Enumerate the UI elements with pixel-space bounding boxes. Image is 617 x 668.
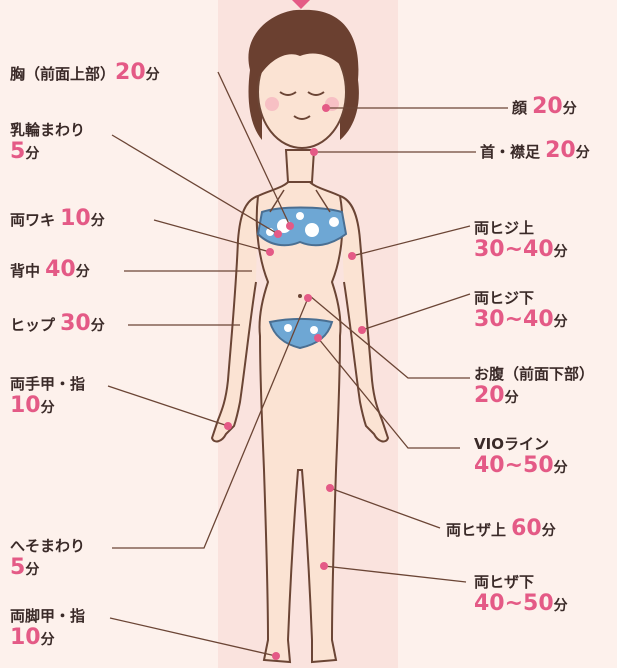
duration-value: 20 [474,383,505,408]
part-name: 顔 [512,99,528,117]
label-navel: へそまわり 5分 [10,537,86,580]
duration-value: 5 [10,139,26,164]
label-upper-elbow: 両ヒジ上 30~40分 [474,219,568,262]
left-arm [210,195,259,443]
label-hands: 両手甲・指 10分 [10,375,86,418]
label-lower-elbow: 両ヒジ下 30~40分 [474,289,568,332]
label-abdomen: お腹（前面下部） 20分 [474,365,595,408]
duration-value: 40~50 [474,453,554,478]
label-face: 顔 20分 [512,94,577,119]
right-arm [339,195,390,443]
duration-value: 10 [60,206,91,231]
duration-value: 20 [545,138,576,163]
duration-value: 5 [10,555,26,580]
part-name: 首・襟足 [480,143,541,161]
closed-eyes [279,91,325,96]
duration-value: 10 [10,625,41,650]
duration-value: 20 [532,94,563,119]
part-name: 両ヒジ上 [474,219,535,237]
leader-lines [107,71,508,657]
label-feet: 両脚甲・指 10分 [10,607,86,650]
marker-dots [224,104,366,660]
label-vio: VIOライン 40~50分 [474,435,568,478]
label-areola: 乳輪まわり 5分 [10,121,86,164]
part-name: 胸（前面上部） [10,65,116,83]
label-armpits: 両ワキ 10分 [10,206,105,231]
bikini-straps [269,189,331,213]
part-name: 乳輪まわり [10,121,86,139]
part-name: お腹（前面下部） [474,365,595,383]
part-name: へそまわり [10,537,86,555]
part-name: 背中 [10,262,41,280]
duration-value: 20 [115,60,146,85]
smile [293,115,311,120]
part-name: 両脚甲・指 [10,607,86,625]
part-name: 両ヒザ下 [474,573,535,591]
hair-fringe [256,29,352,82]
duration-value: 40~50 [474,591,554,616]
part-name: 両ワキ [10,211,56,229]
part-name: 両ヒザ上 [446,521,507,539]
duration-value: 10 [10,393,41,418]
top-marker-icon [292,0,310,9]
duration-value: 30 [60,311,91,336]
label-hips: ヒップ 30分 [10,311,105,336]
part-name: ヒップ [10,316,56,334]
body-outline [255,179,344,664]
duration-value: 40 [45,257,76,282]
neck [284,149,316,183]
duration-value: 30~40 [474,307,554,332]
label-upper-knee: 両ヒザ上 60分 [446,516,556,541]
part-name: 両ヒジ下 [474,289,535,307]
label-lower-knee: 両ヒザ下 40~50分 [474,573,568,616]
label-back: 背中 40分 [10,257,90,282]
label-chest: 胸（前面上部）20分 [10,60,160,85]
duration-value: 60 [511,516,542,541]
part-name: 両手甲・指 [10,375,86,393]
part-name: VIOライン [474,435,549,453]
duration-value: 30~40 [474,237,554,262]
label-neck: 首・襟足 20分 [480,138,590,163]
